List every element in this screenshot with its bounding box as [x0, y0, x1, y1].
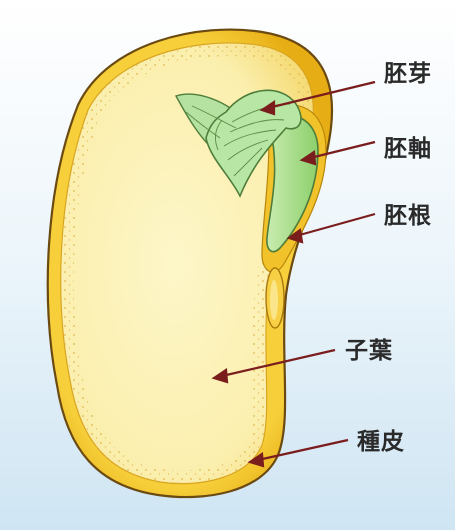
label-plumule: 胚芽	[384, 63, 432, 86]
label-cotyledon: 子葉	[345, 340, 393, 363]
label-hypocotyl: 胚軸	[384, 138, 432, 161]
label-radicle: 胚根	[384, 205, 432, 228]
micropyle-highlight	[270, 280, 278, 320]
label-seed-coat: 種皮	[357, 431, 405, 454]
